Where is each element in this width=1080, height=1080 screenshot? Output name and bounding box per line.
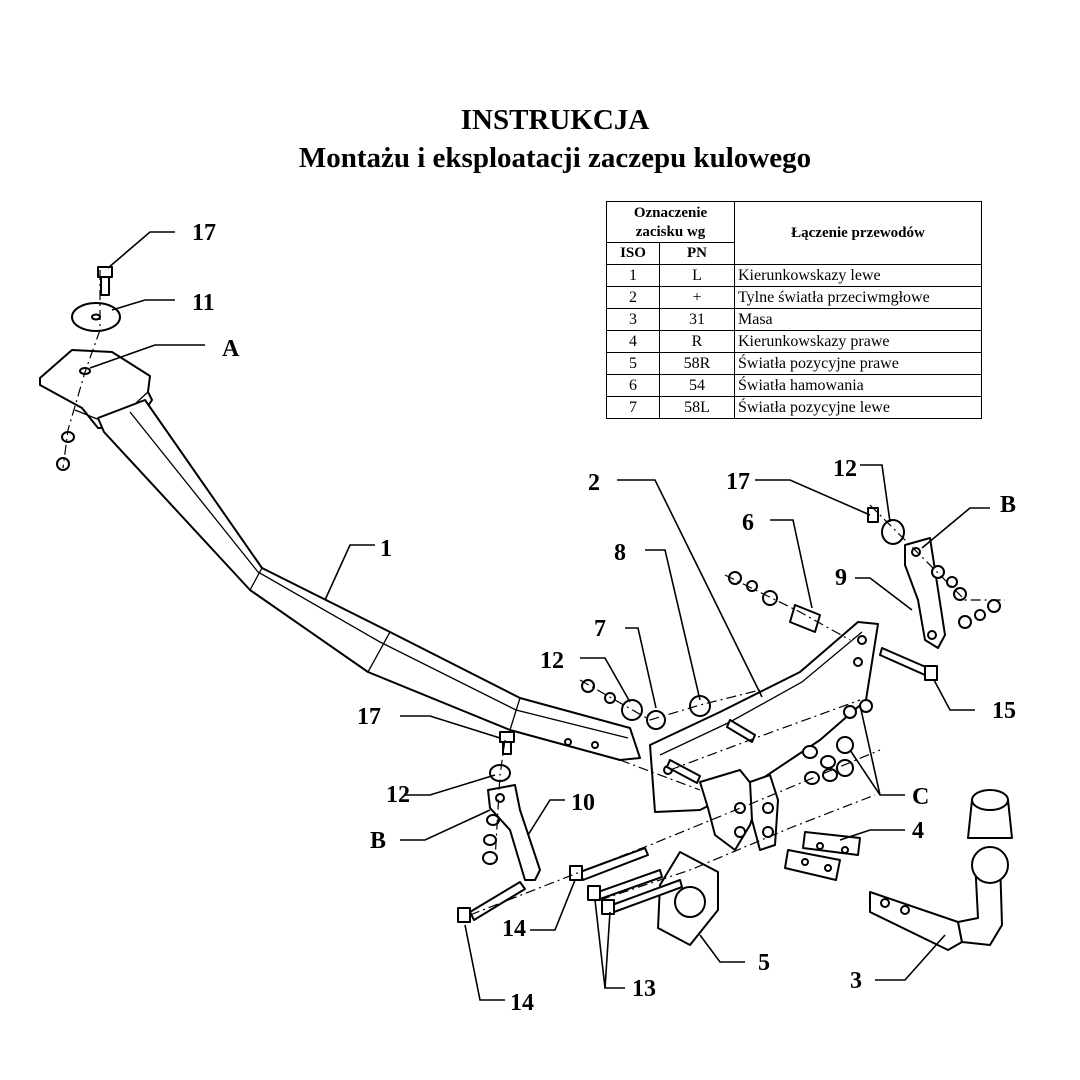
mounting-brackets	[699, 769, 779, 851]
table-row: 2 + Tylne światła przeciwmgłowe	[606, 286, 982, 309]
callout-6: 6	[742, 510, 754, 536]
tow-bar-beam	[39, 349, 641, 761]
table-row: 5 58R Światła pozycyjne prawe	[606, 352, 982, 375]
callout-12-right: 12	[833, 456, 857, 482]
table-header-row: Oznaczenie zacisku wg Łączenie przewodów	[606, 201, 982, 265]
callout-17-right: 17	[726, 469, 750, 495]
callout-8: 8	[614, 540, 626, 566]
table-row: 4 R Kierunkowskazy prawe	[606, 330, 982, 353]
table-row: 6 54 Światła hamowania	[606, 374, 982, 397]
leader-lines	[89, 231, 990, 1001]
assembly-axis-lines	[62, 270, 1005, 916]
callout-7: 7	[594, 616, 606, 642]
header-wire-connection: Łączenie przewodów	[734, 201, 982, 265]
callout-b-left: B	[370, 828, 386, 854]
wiring-table: Oznaczenie zacisku wg Łączenie przewodów…	[606, 201, 982, 419]
callout-c: C	[912, 784, 929, 810]
callout-10: 10	[571, 790, 595, 816]
ball-neck	[869, 789, 1013, 951]
side-bracket-left	[487, 784, 541, 881]
callout-13: 13	[632, 976, 656, 1002]
callout-14-bottom: 14	[510, 990, 534, 1016]
spacer-plates	[784, 831, 861, 881]
callout-11: 11	[192, 290, 215, 316]
header-terminal-designation: Oznaczenie zacisku wg	[606, 201, 735, 243]
cell-pn: 31	[659, 308, 735, 331]
callout-15: 15	[992, 698, 1016, 724]
callout-1: 1	[380, 536, 392, 562]
cell-pn: 54	[659, 374, 735, 397]
cell-desc: Światła pozycyjne lewe	[734, 396, 982, 419]
cell-desc: Światła hamowania	[734, 374, 982, 397]
callout-4: 4	[912, 818, 924, 844]
callout-17-top: 17	[192, 220, 216, 246]
document-title: INSTRUKCJA	[460, 104, 650, 136]
table-subheader-row: ISO PN	[606, 242, 982, 265]
document-subtitle: Montażu i eksploatacji zaczepu kulowego	[298, 142, 812, 174]
cell-desc: Kierunkowskazy prawe	[734, 330, 982, 353]
cell-desc: Światła pozycyjne prawe	[734, 352, 982, 375]
side-bracket-right	[904, 537, 946, 649]
socket-plate	[657, 851, 719, 946]
fasteners	[56, 266, 1001, 923]
callout-17-left: 17	[357, 704, 381, 730]
callout-9: 9	[835, 565, 847, 591]
table-row: 7 58L Światła pozycyjne lewe	[606, 396, 982, 419]
callout-a: A	[222, 336, 240, 362]
callout-14-mid: 14	[502, 916, 526, 942]
callout-12-mid: 12	[540, 648, 564, 674]
callout-12-left: 12	[386, 782, 410, 808]
cell-pn: 58R	[659, 352, 735, 375]
callout-5: 5	[758, 950, 770, 976]
cell-pn: 58L	[659, 396, 735, 419]
callout-2: 2	[588, 470, 600, 496]
callout-b-right: B	[1000, 492, 1016, 518]
callout-3: 3	[850, 968, 862, 994]
